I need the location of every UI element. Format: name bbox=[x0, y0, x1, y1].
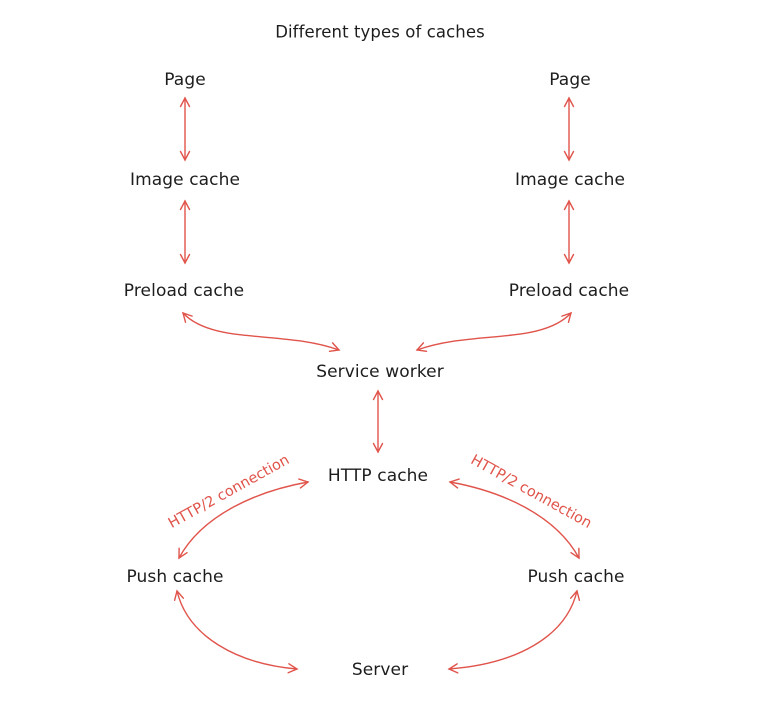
arrow-pushcache-server-left bbox=[173, 589, 299, 674]
node-service-worker: Service worker bbox=[316, 362, 444, 382]
node-page-right: Page bbox=[549, 70, 591, 90]
arrow-pushcache-server-right bbox=[447, 589, 581, 674]
node-image-cache-left: Image cache bbox=[129, 170, 241, 190]
node-push-cache-right: Push cache bbox=[527, 567, 625, 587]
diagram-title: Different types of caches bbox=[275, 22, 485, 42]
node-preload-cache-left: Preload cache bbox=[123, 281, 245, 301]
arrow-httpcache-pushcache-left bbox=[178, 478, 310, 560]
arrow-httpcache-pushcache-right bbox=[448, 478, 580, 560]
node-http-cache: HTTP cache bbox=[327, 466, 429, 486]
arrow-preloadcache-serviceworker-left bbox=[181, 311, 341, 353]
node-page-left: Page bbox=[164, 70, 206, 90]
arrow-serviceworker-preloadcache-right bbox=[415, 311, 573, 353]
node-push-cache-left: Push cache bbox=[126, 567, 224, 587]
node-preload-cache-right: Preload cache bbox=[508, 281, 630, 301]
node-server: Server bbox=[351, 660, 409, 680]
node-image-cache-right: Image cache bbox=[514, 170, 626, 190]
